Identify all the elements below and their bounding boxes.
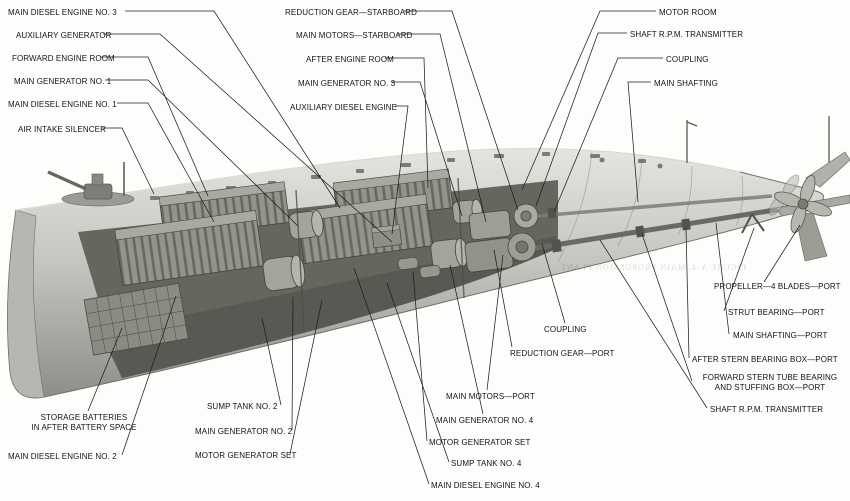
label-forward-stern-tube-bearing: FORWARD STERN TUBE BEARING AND STUFFING … xyxy=(694,373,846,393)
deck-gun xyxy=(47,162,135,207)
label-motor-generator-set-after: MOTOR GENERATOR SET xyxy=(429,438,531,447)
label-storage-batteries: STORAGE BATTERIES IN AFTER BATTERY SPACE xyxy=(24,413,144,433)
label-motor-room: MOTOR ROOM xyxy=(659,8,717,17)
label-main-generator-no-2: MAIN GENERATOR NO. 2 xyxy=(195,427,293,436)
label-reduction-gear-starboard: REDUCTION GEAR—STARBOARD xyxy=(285,8,418,17)
label-main-diesel-engine-no-2: MAIN DIESEL ENGINE NO. 2 xyxy=(8,452,117,461)
label-main-shafting-port: MAIN SHAFTING—PORT xyxy=(733,331,828,340)
label-after-stern-bearing-box-port: AFTER STERN BEARING BOX—PORT xyxy=(692,355,838,364)
label-main-diesel-engine-no-4: MAIN DIESEL ENGINE NO. 4 xyxy=(431,481,540,490)
label-reduction-gear-port: REDUCTION GEAR—PORT xyxy=(510,349,615,358)
label-propeller-4-blades-port: PROPELLER—4 BLADES—PORT xyxy=(714,282,841,291)
label-line-2: IN AFTER BATTERY SPACE xyxy=(31,423,137,432)
label-air-intake-silencer: AIR INTAKE SILENCER xyxy=(18,125,106,134)
label-motor-generator-set-forward: MOTOR GENERATOR SET xyxy=(195,451,297,460)
label-main-shafting: MAIN SHAFTING xyxy=(654,79,718,88)
label-coupling-port: COUPLING xyxy=(544,325,587,334)
label-main-generator-no-4: MAIN GENERATOR NO. 4 xyxy=(436,416,534,425)
label-main-motors-port: MAIN MOTORS—PORT xyxy=(446,392,535,401)
ghost-show-through-caption: FIGURE A-4. MAIN PROPULSION PLANT xyxy=(559,262,747,272)
label-main-diesel-engine-no-3: MAIN DIESEL ENGINE NO. 3 xyxy=(8,8,117,17)
label-forward-engine-room: FORWARD ENGINE ROOM xyxy=(12,54,115,63)
label-sump-tank-no-2: SUMP TANK NO. 2 xyxy=(207,402,278,411)
hull-cut-face xyxy=(7,209,45,399)
label-line-1: STORAGE BATTERIES xyxy=(40,413,128,422)
label-auxiliary-diesel-engine: AUXILIARY DIESEL ENGINE xyxy=(290,103,398,112)
label-after-engine-room: AFTER ENGINE ROOM xyxy=(306,55,394,64)
label-main-generator-no-3: MAIN GENERATOR NO. 3 xyxy=(298,79,396,88)
label-line-1: FORWARD STERN TUBE BEARING xyxy=(702,373,838,382)
auxiliary-diesel-block xyxy=(371,224,403,249)
label-coupling-starboard: COUPLING xyxy=(666,55,709,64)
label-main-diesel-engine-no-1: MAIN DIESEL ENGINE NO. 1 xyxy=(8,100,117,109)
stern-masts xyxy=(686,116,830,168)
label-main-motors-starboard: MAIN MOTORS—STARBOARD xyxy=(296,31,413,40)
label-shaft-rpm-transmitter-upper: SHAFT R.P.M. TRANSMITTER xyxy=(630,30,744,39)
label-sump-tank-no-4: SUMP TANK NO. 4 xyxy=(451,459,522,468)
label-line-2: AND STUFFING BOX—PORT xyxy=(714,383,826,392)
label-auxiliary-generator: AUXILIARY GENERATOR xyxy=(16,31,112,40)
label-strut-bearing-port: STRUT BEARING—PORT xyxy=(728,308,825,317)
label-main-generator-no-1: MAIN GENERATOR NO. 1 xyxy=(14,77,112,86)
label-shaft-rpm-transmitter-lower: SHAFT R.P.M. TRANSMITTER xyxy=(710,405,824,414)
